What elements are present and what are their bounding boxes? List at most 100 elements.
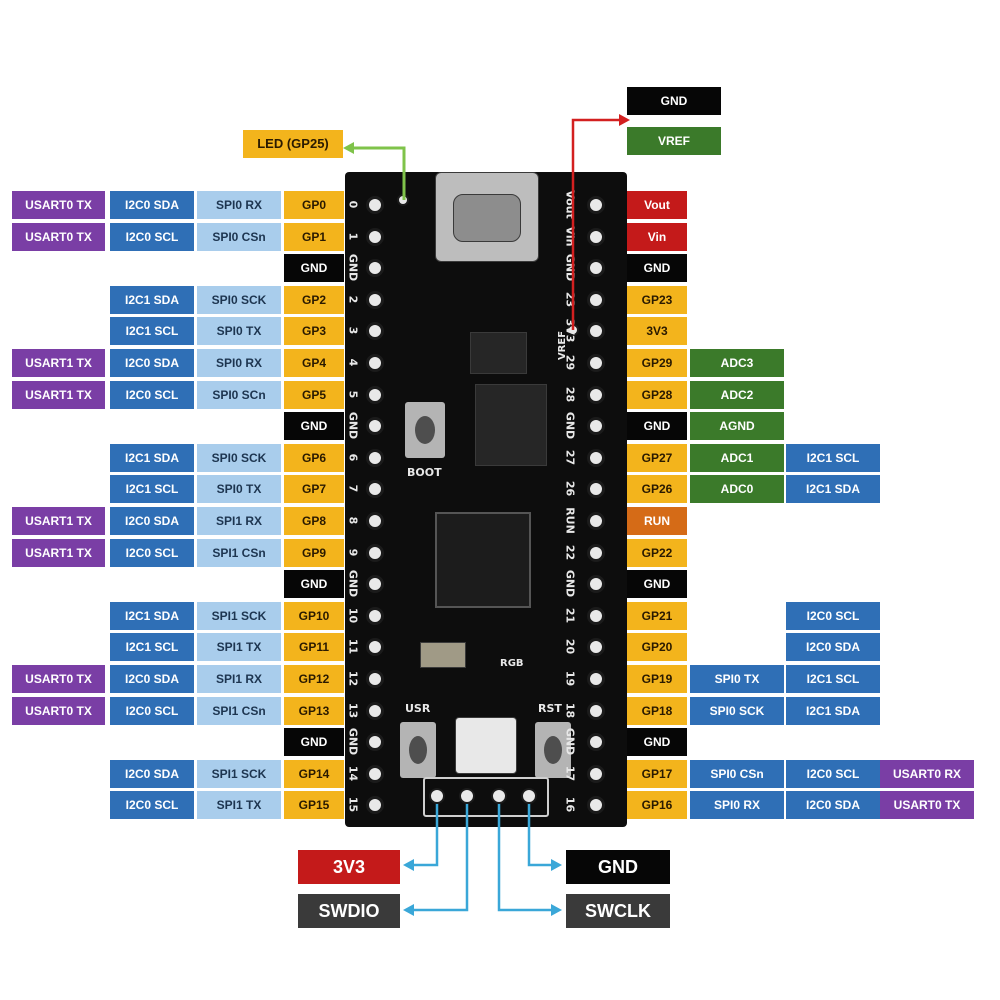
uart-label: USART1 TX: [12, 349, 105, 377]
i2c-label: I2C1 SDA: [110, 286, 194, 314]
adc-label: ADC1: [690, 444, 784, 472]
spi-label: SPI0 TX: [197, 317, 281, 345]
spi-label: SPI0 RX: [690, 791, 784, 819]
pin-hole: [587, 702, 605, 720]
gpio-pin-label: GP20: [627, 633, 687, 661]
pin-hole: [587, 765, 605, 783]
swd-header-outline: [423, 777, 549, 817]
spi-label: SPI0 CSn: [690, 760, 784, 788]
spi-label: SPI0 SCK: [197, 286, 281, 314]
pin-hole: [366, 228, 384, 246]
boot-silk: BOOT: [407, 466, 442, 479]
led-arrow: [343, 142, 354, 154]
pin-hole: [587, 291, 605, 309]
i2c-label: I2C0 SCL: [110, 697, 194, 725]
spi-label: SPI0 TX: [197, 475, 281, 503]
swd-pad-3: [491, 788, 507, 804]
swd-3v3-arrow: [403, 859, 414, 871]
spi-label: SPI0 SCn: [197, 381, 281, 409]
led-wire: [350, 146, 406, 200]
pin-hole: [587, 638, 605, 656]
regulator-chip: [470, 332, 527, 374]
power-pin-label: Vin: [627, 223, 687, 251]
i2c-label: I2C0 SDA: [110, 665, 194, 693]
i2c-label: I2C0 SDA: [110, 349, 194, 377]
swd-pad-2: [459, 788, 475, 804]
uart-label: USART1 TX: [12, 381, 105, 409]
gpio-pin-label: GP19: [627, 665, 687, 693]
spi-label: SPI0 SCK: [690, 697, 784, 725]
i2c-label: I2C0 SCL: [110, 381, 194, 409]
gpio-pin-label: GP18: [627, 697, 687, 725]
pin-hole: [366, 291, 384, 309]
i2c-label: I2C0 SDA: [786, 791, 880, 819]
adc-label: AGND: [690, 412, 784, 440]
i2c-label: I2C0 SDA: [786, 633, 880, 661]
pin-hole: [366, 765, 384, 783]
pin-hole: [587, 449, 605, 467]
spi-label: SPI1 CSn: [197, 539, 281, 567]
usr-button: [400, 722, 436, 778]
swd-swclk-arrow: [551, 904, 562, 916]
uart-label: USART0 TX: [880, 791, 974, 819]
pin-hole: [366, 449, 384, 467]
i2c-label: I2C1 SCL: [110, 317, 194, 345]
adc-label: ADC3: [690, 349, 784, 377]
gnd-pin-label: GND: [627, 728, 687, 756]
gpio-pin-label: GP15: [284, 791, 344, 819]
i2c-label: I2C1 SCL: [110, 475, 194, 503]
pin-hole: [587, 733, 605, 751]
uart-label: USART0 TX: [12, 665, 105, 693]
pico-board: BOOT USR RST RGB VREF: [345, 172, 627, 827]
i2c-label: I2C1 SDA: [110, 602, 194, 630]
spi-label: SPI1 CSn: [197, 697, 281, 725]
pin-hole: [366, 796, 384, 814]
boot-button: [405, 402, 445, 458]
spi-label: SPI0 TX: [690, 665, 784, 693]
i2c-label: I2C0 SCL: [110, 223, 194, 251]
swd-gnd-wire: [527, 800, 555, 867]
gnd-pin-label: GND: [627, 412, 687, 440]
pin-hole: [366, 702, 384, 720]
i2c-label: I2C1 SCL: [786, 444, 880, 472]
pin-hole: [587, 575, 605, 593]
pin-hole: [587, 386, 605, 404]
uart-label: USART0 RX: [880, 760, 974, 788]
pin-hole: [587, 322, 605, 340]
pin-hole: [587, 228, 605, 246]
power-pin-label: Vout: [627, 191, 687, 219]
spi-label: SPI1 TX: [197, 633, 281, 661]
gpio-pin-label: GP6: [284, 444, 344, 472]
i2c-label: I2C0 SDA: [110, 760, 194, 788]
gpio-pin-label: GP7: [284, 475, 344, 503]
spi-label: SPI1 SCK: [197, 602, 281, 630]
gnd-pin-label: GND: [627, 254, 687, 282]
pin-hole: [587, 607, 605, 625]
swd-swdio-arrow: [403, 904, 414, 916]
pin-hole: [366, 544, 384, 562]
usr-silk: USR: [405, 702, 431, 715]
gpio-pin-label: GP13: [284, 697, 344, 725]
adc-label: ADC2: [690, 381, 784, 409]
pin-hole: [366, 480, 384, 498]
spi-label: SPI0 CSn: [197, 223, 281, 251]
pin-hole: [366, 354, 384, 372]
pin-hole: [366, 638, 384, 656]
i2c-label: I2C1 SDA: [786, 475, 880, 503]
i2c-label: I2C1 SDA: [786, 697, 880, 725]
i2c-label: I2C0 SCL: [110, 791, 194, 819]
gpio-pin-label: GP5: [284, 381, 344, 409]
gpio-pin-label: GP21: [627, 602, 687, 630]
spi-label: SPI1 TX: [197, 791, 281, 819]
pin-hole: [366, 322, 384, 340]
pin-hole: [587, 196, 605, 214]
i2c-label: I2C0 SDA: [110, 507, 194, 535]
usb-c-port-opening: [453, 194, 521, 242]
gpio-pin-label: GP1: [284, 223, 344, 251]
spi-label: SPI1 RX: [197, 507, 281, 535]
i2c-label: I2C1 SDA: [110, 444, 194, 472]
crystal: [420, 642, 466, 668]
vref-wire: [571, 118, 624, 330]
i2c-label: I2C1 SCL: [786, 665, 880, 693]
